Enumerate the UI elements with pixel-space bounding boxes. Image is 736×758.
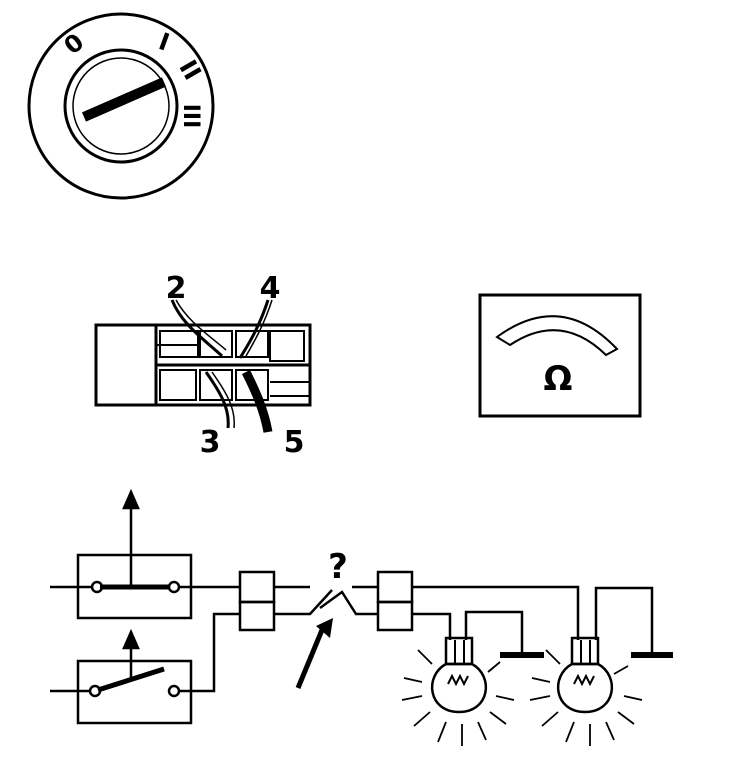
connector-cavity-bottom-left	[159, 369, 197, 401]
ohm-symbol: Ω	[544, 359, 573, 399]
fault-pointer-arrow	[295, 629, 325, 689]
ignition-key-slot	[81, 77, 167, 122]
switch-lower-blade-open	[97, 666, 165, 693]
wire-4	[238, 299, 270, 359]
wire-to-lamp-1	[412, 612, 452, 640]
pin-label-3: 3	[200, 425, 221, 460]
wire-3	[204, 371, 230, 429]
lamp-2-socket	[570, 636, 600, 666]
ohmmeter-housing	[478, 293, 642, 418]
wire-2-pair	[175, 299, 227, 351]
pin-label-4: 4	[260, 271, 281, 306]
wire-to-lamp-2	[412, 585, 580, 640]
inline-connector-left-top	[238, 570, 276, 604]
connector-cavity-bottom-3	[199, 369, 233, 401]
ground-wire-1	[464, 610, 524, 652]
lamp-1-bulb	[430, 662, 488, 714]
inline-connector-left-bottom	[238, 600, 276, 632]
broken-wire-left	[274, 589, 333, 616]
lamp-1-filament	[447, 673, 469, 687]
ignition-outer-ring	[27, 12, 215, 200]
switch-lower-contact-right	[167, 684, 181, 698]
lamp-2	[529, 636, 643, 746]
connector-wires	[170, 299, 273, 433]
ohmmeter-scale-arc	[495, 315, 619, 357]
inline-connector-right-top	[376, 570, 414, 604]
fault-question-mark: ?	[328, 547, 348, 587]
lamp-2-filament	[573, 673, 595, 687]
pin-label-2: 2	[166, 271, 187, 306]
switch-upper-contact-right	[167, 580, 181, 594]
lamp-1	[401, 636, 515, 746]
lamp-1-socket	[444, 636, 474, 666]
ground-wire-2	[594, 586, 654, 652]
wire-5	[241, 369, 273, 433]
broken-wire-right	[319, 590, 378, 616]
circuit-schematic	[50, 488, 654, 725]
wire-4-pair	[245, 299, 273, 357]
wire-2	[170, 299, 224, 358]
ignition-switch: 0 I II III	[27, 12, 215, 200]
switch-lower-output-wire	[179, 612, 240, 693]
lamp-1-light-rays	[401, 649, 515, 746]
connector-cavity-top-right	[269, 330, 305, 362]
ignition-lock-cylinder	[63, 48, 179, 164]
ohmmeter: Ω	[478, 293, 642, 418]
connector-housing	[94, 323, 158, 407]
multi-pin-connector	[94, 323, 312, 407]
switch-lower-arrow-head	[122, 628, 140, 650]
ignition-position-3: III	[178, 104, 203, 129]
connector-cavity-top-4	[235, 330, 269, 358]
connector-cavity-bottom-5	[235, 369, 269, 401]
ignition-lock-inner-rim	[72, 57, 170, 155]
inline-connector-right-bottom	[376, 600, 414, 632]
switch-upper-arrow-head	[122, 488, 140, 510]
pin-label-5: 5	[284, 425, 305, 460]
ignition-position-1: I	[155, 27, 173, 56]
fault-pointer-arrow-head	[316, 618, 333, 638]
lamp-2-light-rays	[529, 649, 643, 746]
connector-cavity-top-2	[199, 330, 233, 358]
lamp-2-bulb	[556, 662, 614, 714]
wire-3-pair	[211, 371, 235, 429]
